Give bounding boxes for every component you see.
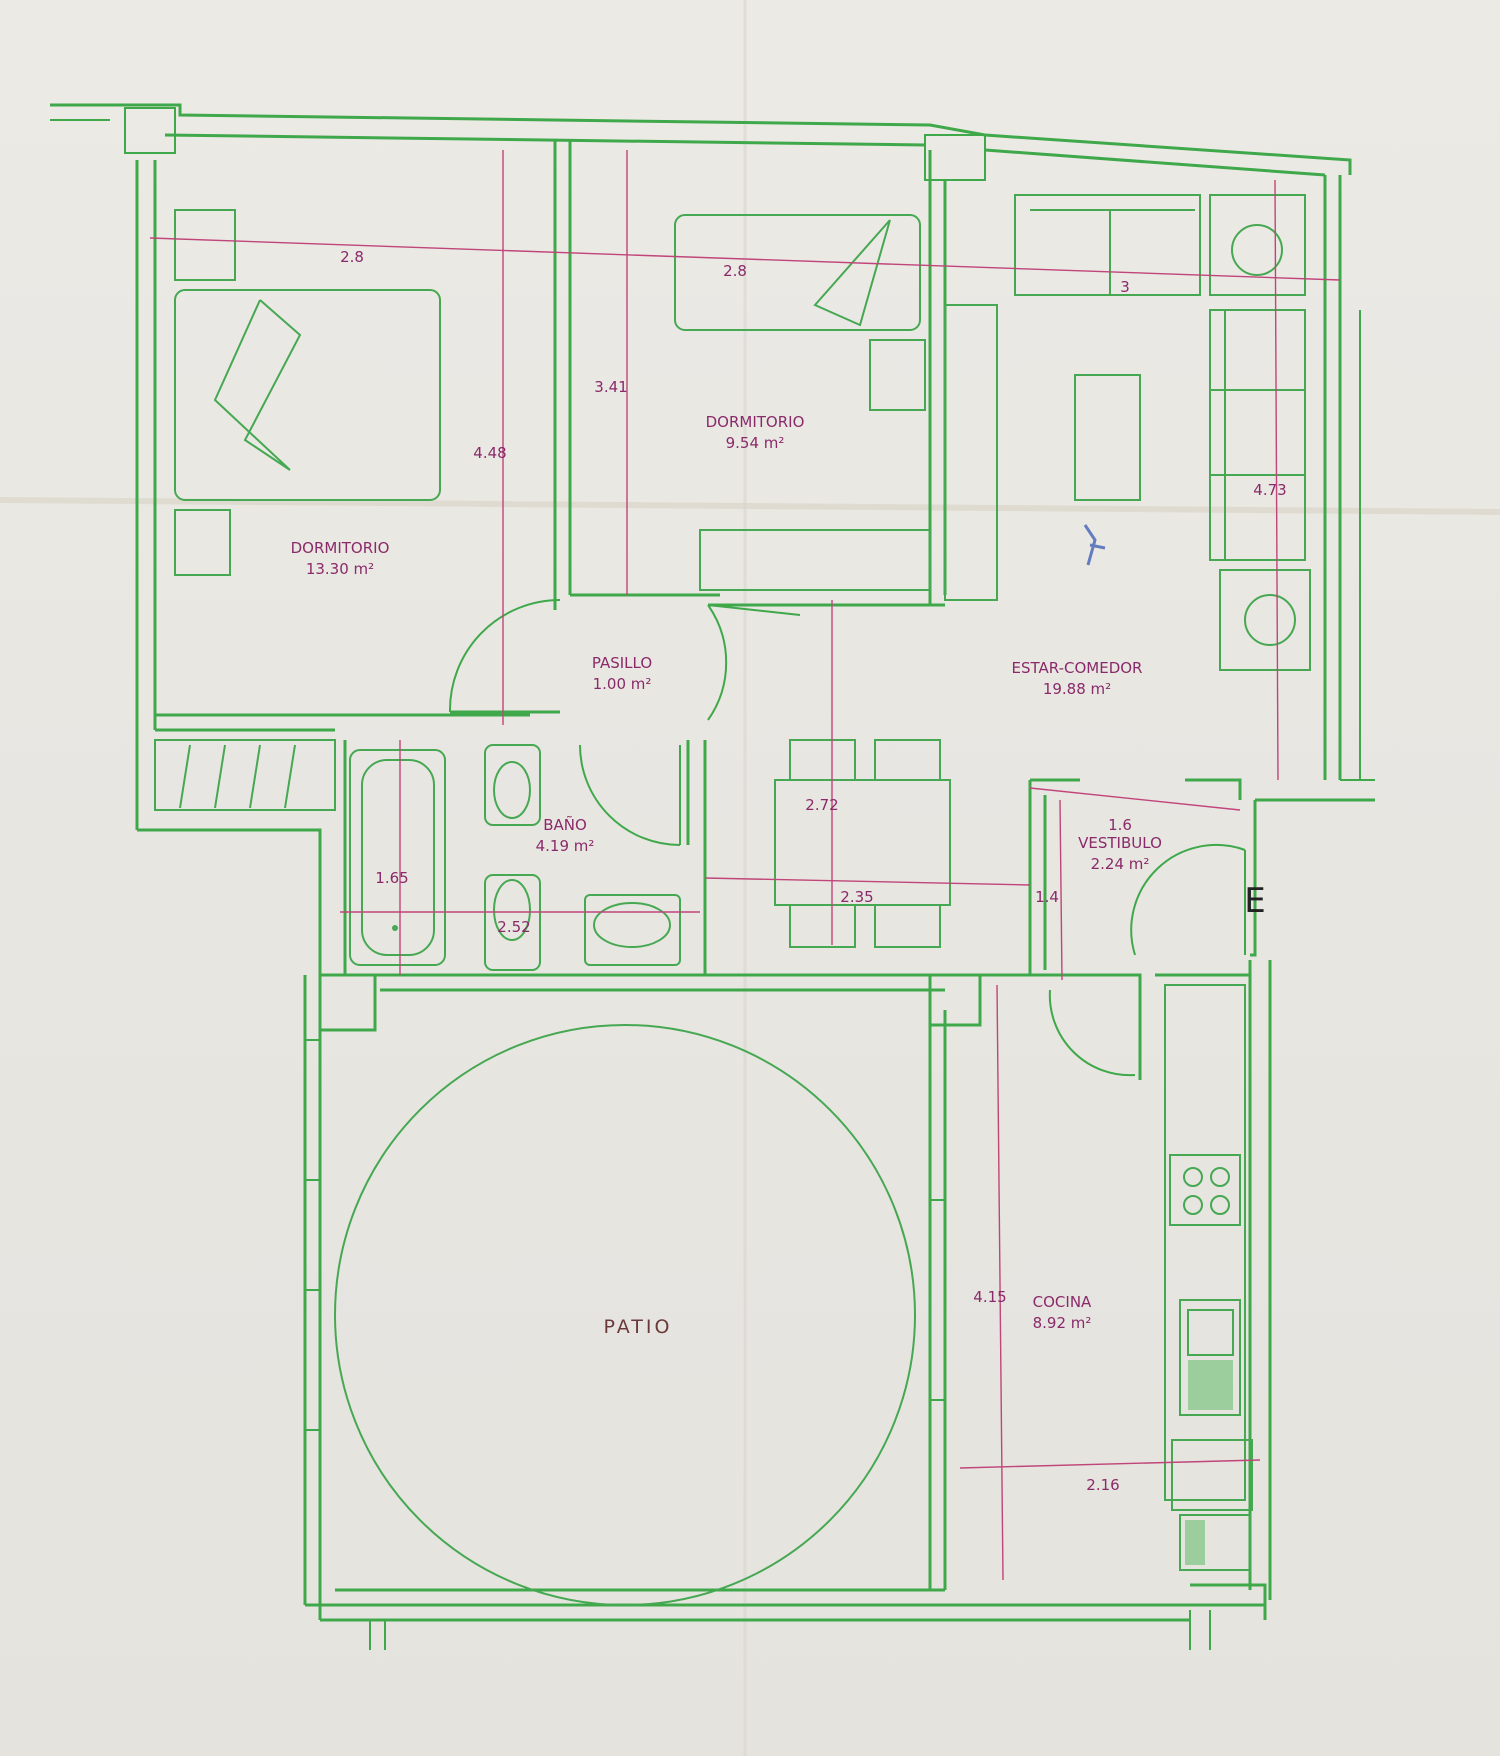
door-dorm2 bbox=[707, 604, 728, 721]
room-name-bano: BAÑO bbox=[543, 815, 587, 834]
room-name-pasillo: PASILLO bbox=[592, 654, 652, 672]
pen-mark bbox=[1083, 524, 1106, 566]
dimension-labels: 2.8 2.8 3 4.48 3.41 4.73 2.72 1.6 1.4 1.… bbox=[340, 248, 1287, 1494]
room-name-vestibulo: VESTIBULO bbox=[1078, 834, 1162, 852]
chair bbox=[874, 904, 941, 948]
toilet bbox=[484, 744, 541, 826]
dim-vestibulo-width: 1.6 bbox=[1108, 816, 1132, 834]
dim-d2-width: 2.8 bbox=[723, 262, 747, 280]
dimension-lines bbox=[149, 150, 1341, 1581]
door-entrance bbox=[1130, 843, 1246, 956]
dim-comedor-height: 2.72 bbox=[805, 796, 838, 814]
room-area-pasillo: 1.00 m² bbox=[593, 675, 652, 693]
washer bbox=[1179, 1514, 1251, 1571]
doors bbox=[448, 599, 1246, 1077]
nightstand bbox=[869, 339, 926, 411]
bed-single bbox=[674, 214, 921, 331]
dim-vestibulo-height: 1.4 bbox=[1035, 888, 1059, 906]
room-area-vestibulo: 2.24 m² bbox=[1091, 855, 1150, 873]
room-name-estar-comedor: ESTAR-COMEDOR bbox=[1012, 659, 1143, 677]
dim-cocina-width: 2.16 bbox=[1086, 1476, 1119, 1494]
nightstand bbox=[174, 209, 236, 281]
side-table bbox=[1209, 194, 1306, 296]
door-dorm1 bbox=[448, 599, 561, 713]
fridge bbox=[1171, 1439, 1253, 1511]
dim-cocina-height: 4.15 bbox=[973, 1288, 1006, 1306]
room-area-dormitorio-1: 13.30 m² bbox=[306, 560, 374, 578]
dim-d2-height: 3.41 bbox=[594, 378, 627, 396]
stove bbox=[1169, 1154, 1241, 1226]
room-area-bano: 4.19 m² bbox=[536, 837, 595, 855]
dim-comedor-width: 2.35 bbox=[840, 888, 873, 906]
patio-circle bbox=[334, 1024, 916, 1606]
wardrobe bbox=[154, 739, 336, 811]
bathtub bbox=[349, 749, 446, 966]
kitchen-sink bbox=[1179, 1299, 1241, 1416]
wardrobe bbox=[699, 529, 931, 591]
dim-bath-width: 2.52 bbox=[497, 918, 530, 936]
chair bbox=[789, 904, 856, 948]
outer-walls bbox=[50, 103, 1375, 1650]
furniture bbox=[154, 194, 1311, 1606]
dining-table bbox=[774, 779, 951, 906]
bed-double bbox=[174, 289, 441, 501]
dim-estar-height: 4.73 bbox=[1253, 481, 1286, 499]
dim-estar-width: 3 bbox=[1120, 278, 1130, 296]
patio-label: PATIO bbox=[604, 1316, 673, 1338]
bidet bbox=[484, 874, 541, 971]
room-name-cocina: COCINA bbox=[1033, 1293, 1092, 1311]
chair bbox=[874, 739, 941, 781]
sink bbox=[584, 894, 681, 966]
room-name-dormitorio-2: DORMITORIO bbox=[706, 413, 805, 431]
entry-label: E bbox=[1244, 881, 1265, 921]
sofa bbox=[1209, 309, 1306, 561]
sofa bbox=[1014, 194, 1201, 296]
room-labels: DORMITORIO 13.30 m² DORMITORIO 9.54 m² P… bbox=[291, 413, 1266, 1338]
room-area-dormitorio-2: 9.54 m² bbox=[726, 434, 785, 452]
side-table bbox=[1219, 569, 1311, 671]
door-kitchen bbox=[1048, 989, 1136, 1077]
door-bath bbox=[579, 744, 681, 846]
nightstand bbox=[174, 509, 231, 576]
kitchen-counter bbox=[1164, 984, 1246, 1501]
sideboard bbox=[944, 304, 998, 601]
coffee-table bbox=[1074, 374, 1141, 501]
dim-d1-height: 4.48 bbox=[473, 444, 506, 462]
room-area-estar-comedor: 19.88 m² bbox=[1043, 680, 1111, 698]
dim-d1-width: 2.8 bbox=[340, 248, 364, 266]
room-name-dormitorio-1: DORMITORIO bbox=[291, 539, 390, 557]
chair bbox=[789, 739, 856, 781]
dim-bath-tub: 1.65 bbox=[375, 869, 408, 887]
fold-line bbox=[0, 497, 1500, 515]
room-area-cocina: 8.92 m² bbox=[1033, 1314, 1092, 1332]
